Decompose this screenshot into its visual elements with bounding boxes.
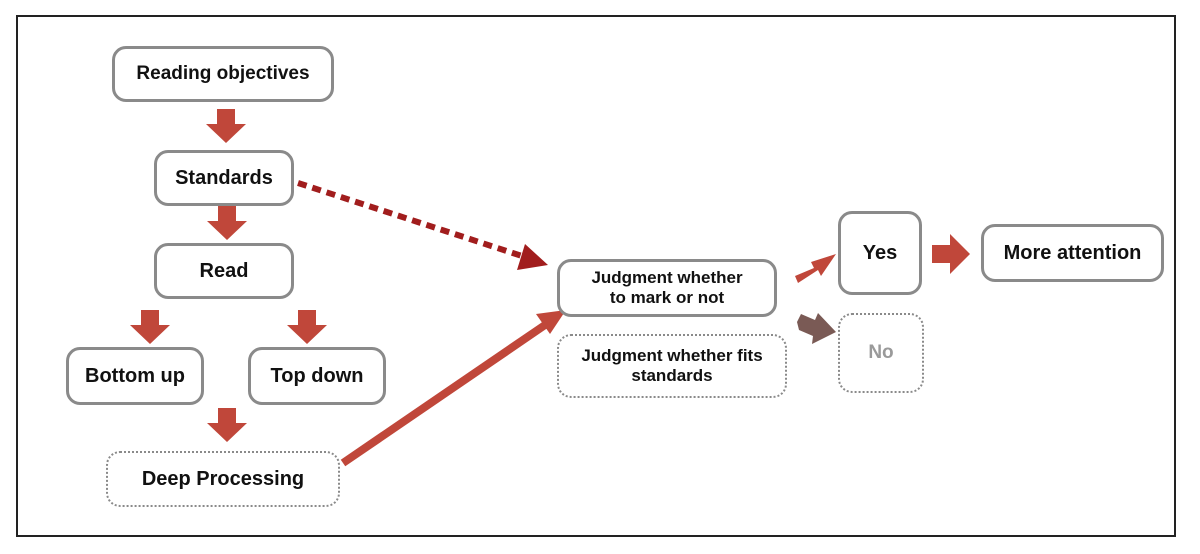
arrow-deep-processing-to-judgment: [340, 321, 548, 467]
node-no: No: [838, 313, 924, 393]
arrow-objectives-to-standards: [206, 109, 246, 143]
arrow-standards-to-read: [207, 206, 247, 240]
node-judgment-fits: Judgment whether fits standards: [557, 334, 787, 398]
arrow-judgment-to-no: [797, 313, 836, 344]
node-top-down: Top down: [248, 347, 386, 405]
node-bottom-up: Bottom up: [66, 347, 204, 405]
node-standards: Standards: [154, 150, 294, 206]
arrow-to-deep-processing: [207, 408, 247, 442]
arrow-read-to-top-down: [287, 310, 327, 344]
node-reading-objectives: Reading objectives: [112, 46, 334, 102]
dashed-arrow-head: [517, 244, 548, 270]
arrow-judgment-to-yes: [795, 254, 836, 283]
node-read: Read: [154, 243, 294, 299]
arrow-yes-to-more-attention: [932, 234, 970, 274]
arrow-deep-processing-head: [536, 310, 566, 334]
node-yes: Yes: [838, 211, 922, 295]
node-deep-processing: Deep Processing: [106, 451, 340, 507]
arrow-read-to-bottom-up: [130, 310, 170, 344]
node-more-attention: More attention: [981, 224, 1164, 282]
node-judgment-mark: Judgment whether to mark or not: [557, 259, 777, 317]
dashed-arrow-standards-to-judgment: [297, 180, 523, 259]
